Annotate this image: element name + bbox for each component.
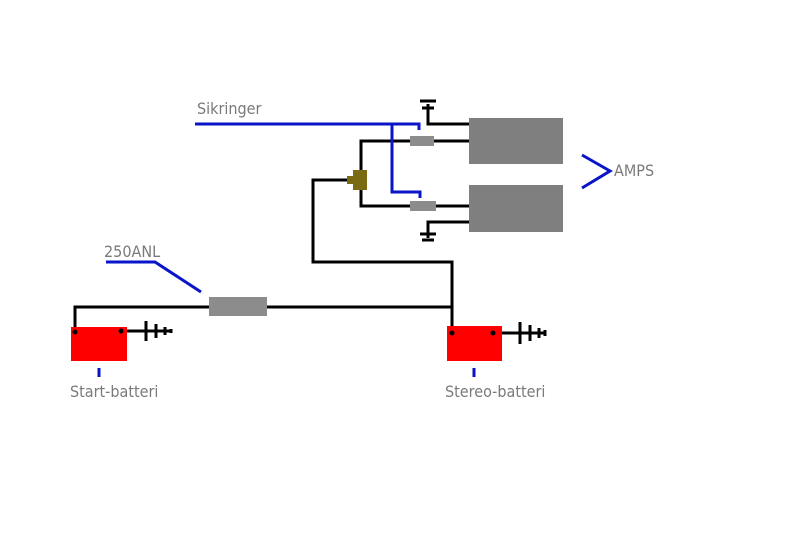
- main-fuse-pointer: [106, 260, 202, 294]
- main-fuse-label: 250ANL: [104, 242, 160, 261]
- fuses-pointer-branch: [390, 124, 422, 198]
- start-battery-label: Start-batteri: [70, 382, 158, 401]
- amps-bracket: [581, 153, 613, 190]
- battery-terminals: [72, 328, 496, 336]
- fuses-label: Sikringer: [197, 99, 262, 118]
- fuses-pointer: [195, 122, 421, 130]
- main-fuse: [209, 297, 267, 316]
- ground-symbol-icon: [518, 322, 547, 344]
- fuse-2: [410, 201, 436, 211]
- ground-symbol-icon: [144, 321, 173, 341]
- start-battery: [71, 327, 127, 361]
- ground-symbols: [144, 99, 547, 344]
- start-battery-positive-terminal: [72, 329, 78, 335]
- stereo-positive-riser: [311, 178, 454, 307]
- amp-2: [469, 185, 563, 232]
- ground-symbol-icon: [420, 232, 436, 242]
- fuse-1: [410, 136, 434, 146]
- stereo-battery-positive-terminal: [449, 330, 455, 336]
- start-battery-negative-terminal: [118, 328, 124, 334]
- pointers: [97, 122, 613, 377]
- dist-to-fuse-1: [359, 139, 413, 180]
- distribution-block: [353, 170, 367, 190]
- amp-1-ground-wire: [426, 104, 470, 126]
- amp-1: [469, 118, 563, 164]
- stereo-battery-negative-terminal: [490, 330, 496, 336]
- distribution-block-tab: [347, 176, 355, 184]
- amps-label: AMPS: [614, 161, 654, 180]
- ground-symbol-icon: [420, 99, 436, 110]
- stereo-battery-label: Stereo-batteri: [445, 382, 545, 401]
- amp-2-ground-wire: [426, 220, 470, 238]
